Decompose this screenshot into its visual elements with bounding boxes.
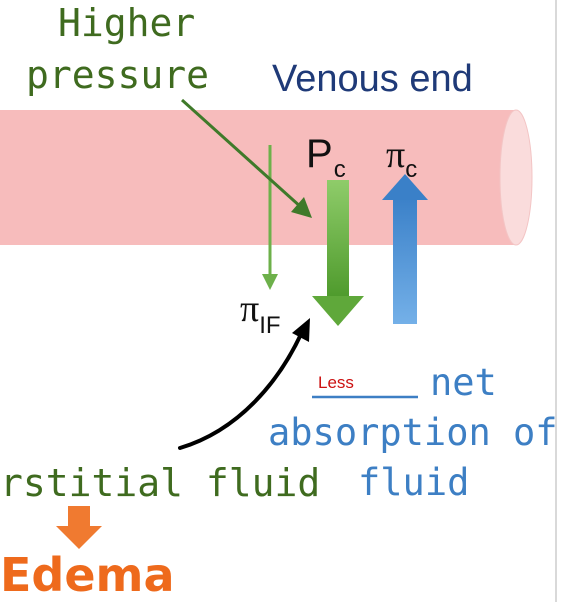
pic-arrow-shaft: [393, 196, 417, 324]
higher-pressure-line2: pressure: [26, 53, 210, 97]
pc-label: Pc: [306, 132, 346, 182]
pc-arrow-shaft: [327, 180, 349, 298]
pi-c-main: π: [386, 134, 406, 176]
venous-end-label: Venous end: [272, 58, 473, 100]
pi-c-subscript: c: [405, 156, 418, 183]
pic-arrow-head: [382, 174, 428, 200]
absorption-of-label: absorption of: [268, 411, 558, 454]
pc-subscript: c: [333, 156, 346, 183]
pi-if-arrow-head: [262, 274, 278, 290]
interstitial-curve-arrow-head: [292, 318, 310, 342]
pc-arrow-head: [312, 296, 364, 326]
net-label: net: [430, 361, 497, 404]
pc-main: P: [306, 132, 333, 176]
fluid-label: fluid: [358, 461, 470, 504]
interstitial-curve-arrow: [178, 330, 304, 450]
higher-pressure-line1: Higher: [58, 1, 196, 45]
vessel-end-cap: [499, 109, 533, 246]
pi-if-subscript: IF: [259, 312, 281, 339]
edema-label: Edema: [0, 548, 175, 602]
vessel-tube: [0, 110, 516, 245]
pi-if-label: πIF: [240, 288, 281, 338]
pi-if-main: π: [240, 288, 260, 330]
blank-answer-text: Less: [318, 373, 354, 392]
edema-arrow-head: [56, 526, 102, 549]
higher-pressure-pointer-head: [291, 197, 312, 218]
edema-arrow-shaft: [68, 506, 90, 528]
higher-pressure-pointer: [180, 98, 304, 210]
interstitial-fluid-label: rstitial fluid: [0, 461, 321, 505]
pi-c-label: πc: [386, 134, 417, 182]
